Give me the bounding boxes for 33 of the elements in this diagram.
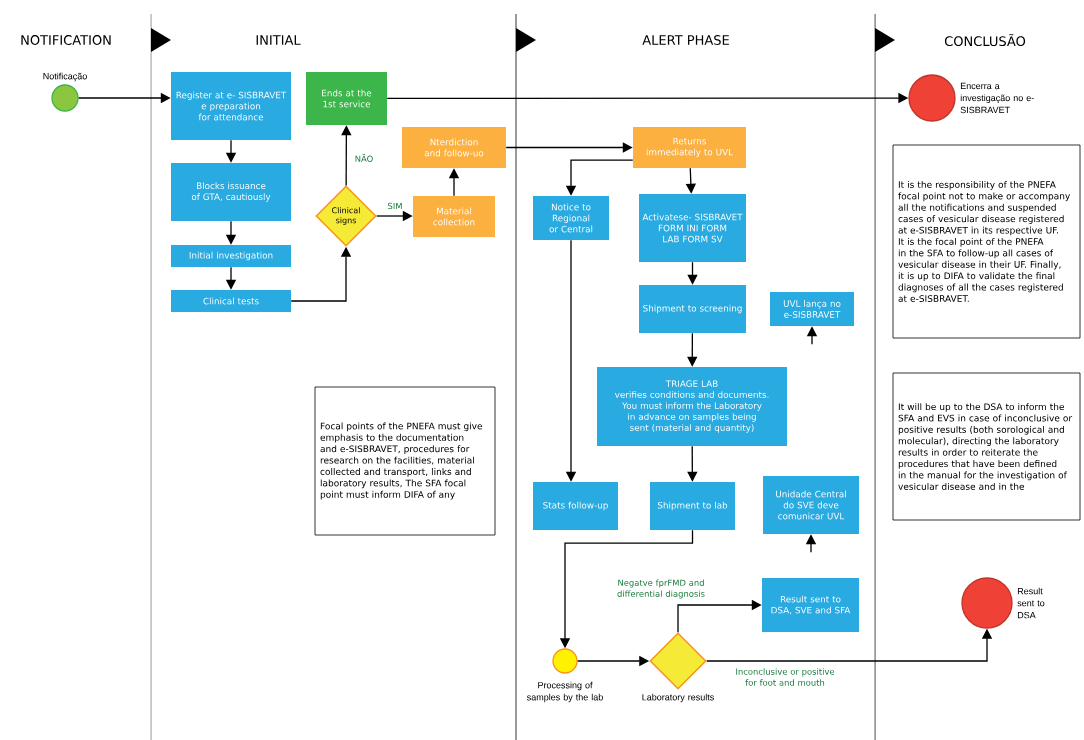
note-box: It will be up to the DSA to inform the SFA and EVS in case of inconclusive or positive results (both sorological and molecular), directing the laboratory results in order to reiterate the procedures that have been defined in the manual for the investigation of vesicular disease and in the bbox=[892, 372, 1081, 521]
process-box: Register at e- SISBRAVET e preparation for attendance bbox=[171, 72, 291, 140]
process-box: Material collection bbox=[413, 196, 495, 237]
process-box: Shipment to screening bbox=[639, 285, 746, 333]
node-caption: Notificação bbox=[43, 72, 87, 82]
process-box: Nterdiction and follow-uo bbox=[402, 127, 506, 168]
note-box: It is the responsibility of the PNEFA focal point not to make or accompany all the notifications and suspended cases of vesicular disease registered at e-SISBRAVET in its respective UF. It is the focal point of the PNEFA in the SFA to follow-up all cases of vesicular disease in their UF. Finally, it is up to DIFA to validate the final diagnoses of all the cases registered at e-SISBRAVET. bbox=[892, 144, 1081, 339]
process-box: Initial investigation bbox=[171, 245, 291, 267]
node-caption: Processing of samples by the lab bbox=[527, 681, 603, 703]
process-box: Stats follow-up bbox=[533, 482, 618, 530]
process-box: UVL lança no e-SISBRAVET bbox=[770, 292, 854, 326]
process-box: Notice to Regional or Central bbox=[533, 196, 609, 240]
edge-label: Negatve fprFMD and differential diagnosis bbox=[617, 579, 705, 599]
process-box: Returns immediately to UVL bbox=[633, 127, 746, 168]
node-caption: Result sent to DSA bbox=[1017, 587, 1045, 619]
process-box: Activatese- SISBRAVET FORM INI FORM LAB FORM SV bbox=[639, 194, 746, 262]
process-box: Unidade Central do SVE deve comunicar UVL bbox=[763, 476, 859, 534]
lane-title: NOTIFICATION bbox=[21, 35, 111, 45]
lane-title: INITIAL bbox=[256, 35, 301, 45]
node-caption: Laboratory results bbox=[642, 693, 714, 703]
process-box: Shipment to lab bbox=[650, 482, 735, 530]
edge-label: Inconclusive or positive for foot and mouth bbox=[736, 668, 835, 686]
lane-title: CONCLUSÃO bbox=[944, 33, 1026, 47]
process-box: Ends at the 1st service bbox=[306, 72, 387, 125]
process-box: TRIAGE LAB verifies conditions and documents. You must inform the Laboratory in advance on samples being sent (material and quantity) bbox=[597, 367, 787, 446]
process-box: Result sent to DSA, SVE and SFA bbox=[762, 578, 859, 632]
lane-title: ALERT PHASE bbox=[642, 35, 729, 45]
note-box: Focal points of the PNEFA must give emphasis to the documentation and e-SISBRAVET, procedures for research on the facilities, material collected and transport, links and laboratory results, The SFA focal point must inform DIFA of any bbox=[314, 386, 496, 536]
process-box: Clinical tests bbox=[171, 290, 291, 312]
edge-label: SIM bbox=[388, 202, 402, 210]
node-caption: Encerra a investigação no e-SISBRAVET bbox=[960, 82, 1034, 114]
edge-label: NÃO bbox=[355, 154, 373, 162]
process-box: Blocks issuance of GTA, cautiously bbox=[171, 163, 291, 221]
